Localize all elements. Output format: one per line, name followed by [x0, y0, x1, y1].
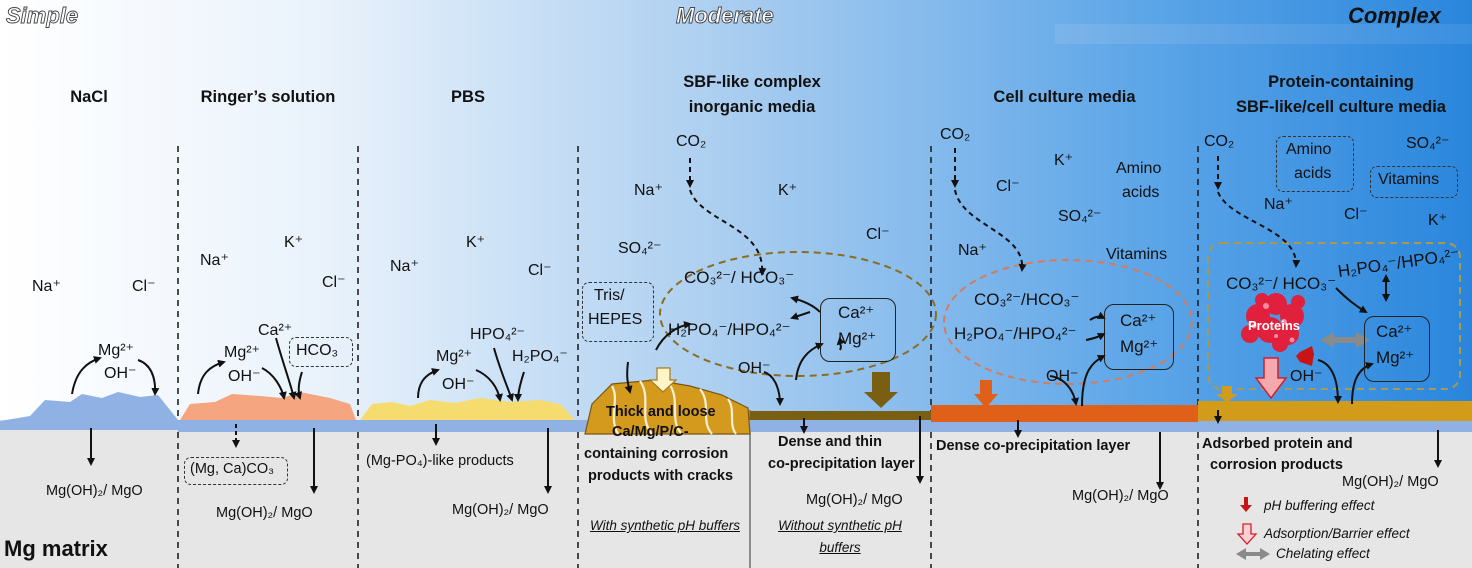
nacl-ion-cl: Cl⁻ — [132, 276, 156, 296]
cell-eq-phosphate: H₂PO₄⁻/HPO₄²⁻ — [954, 324, 1077, 344]
sbf-eq-phosphate: H₂PO₄⁻/HPO₄²⁻ — [668, 320, 791, 340]
pbs-product: Mg(OH)₂/ MgO — [452, 502, 549, 518]
ringer-hco3-label: HCO₃ — [296, 342, 338, 360]
protein-eq-carbonate: CO₃²⁻/ HCO₃⁻ — [1226, 274, 1336, 294]
sbf-with-buffers: With synthetic pH buffers — [582, 518, 748, 533]
cell-ion-acids: acids — [1122, 184, 1159, 202]
pbs-mg-surface — [358, 420, 578, 432]
sbf-ion-oh: OH⁻ — [738, 358, 770, 378]
legend-chelating-label: Chelating effect — [1276, 546, 1370, 561]
ringer-ion-mg: Mg²⁺ — [224, 342, 260, 362]
pbs-ion-na: Na⁺ — [390, 256, 419, 276]
protein-cation-ca: Ca²⁺ — [1376, 322, 1412, 342]
pbs-ion-cl: Cl⁻ — [528, 260, 552, 280]
protein-amino-line2: acids — [1294, 165, 1331, 183]
medium-background — [0, 0, 1472, 430]
protein-proteins-label: Proteins — [1248, 318, 1300, 333]
nacl-product: Mg(OH)₂/ MgO — [46, 483, 143, 499]
thin-layer — [750, 411, 931, 420]
sbf-without-buffers-line1: Without synthetic pH — [756, 518, 924, 533]
sbf-buffer-line1: Tris/ — [594, 287, 625, 305]
cell-ion-amino: Amino — [1116, 160, 1161, 178]
ringer-mg-surface — [178, 420, 358, 432]
ringer-ion-na: Na⁺ — [200, 250, 229, 270]
protein-ion-k: K⁺ — [1428, 210, 1447, 230]
sbf-title-line2: inorganic media — [610, 98, 894, 117]
sbf-cation-mg: Mg²⁺ — [838, 329, 876, 349]
protein-title-line2: SBF-like/cell culture media — [1214, 98, 1468, 117]
ringer-mgca-label: (Mg, Ca)CO₃ — [190, 461, 274, 477]
sbf-title-line1: SBF-like complex — [610, 73, 894, 92]
sbf-product: Mg(OH)₂/ MgO — [806, 492, 903, 508]
cell-cation-ca: Ca²⁺ — [1120, 311, 1156, 331]
pbs-ion-oh: OH⁻ — [442, 374, 474, 394]
mg-matrix-label: Mg matrix — [4, 536, 108, 562]
sbf-thick-line2: Ca/Mg/P/C- — [612, 424, 689, 440]
protein-ion-cl: Cl⁻ — [1344, 204, 1368, 224]
pbs-ion-hpo4: HPO₄²⁻ — [470, 324, 525, 344]
nacl-ion-oh: OH⁻ — [104, 363, 136, 383]
protein-ion-na: Na⁺ — [1264, 194, 1293, 214]
ringer-product: Mg(OH)₂/ MgO — [216, 505, 313, 521]
cell-ion-k: K⁺ — [1054, 150, 1073, 170]
protein-layer — [1198, 401, 1472, 421]
protein-product: Mg(OH)₂/ MgO — [1342, 474, 1439, 490]
cell-layer-label: Dense co-precipitation layer — [936, 438, 1130, 454]
ringer-ion-cl: Cl⁻ — [322, 272, 346, 292]
pbs-ion-h2po4: H₂PO₄⁻ — [512, 346, 568, 366]
sbf-ion-cl: Cl⁻ — [866, 224, 890, 244]
ringer-ion-oh: OH⁻ — [228, 366, 260, 386]
sbf-eq-carbonate: CO₃²⁻/ HCO₃⁻ — [684, 268, 794, 288]
pbs-title: PBS — [358, 88, 578, 107]
cell-ion-oh: OH⁻ — [1046, 366, 1078, 386]
protein-layer-line1: Adsorbed protein and — [1202, 436, 1353, 452]
sbf-ion-k: K⁺ — [778, 180, 797, 200]
dense-orange-layer — [931, 405, 1198, 422]
protein-layer-line2: corrosion products — [1210, 457, 1343, 473]
pbs-product-like: (Mg-PO₄)-like products — [366, 453, 514, 469]
legend-adsorption-label: Adsorption/Barrier effect — [1264, 526, 1410, 541]
nacl-ion-mg: Mg²⁺ — [98, 340, 134, 360]
cell-ion-so4: SO₄²⁻ — [1058, 206, 1101, 226]
ringer-ion-k: K⁺ — [284, 232, 303, 252]
sbf-ion-co2: CO₂ — [676, 133, 706, 151]
nacl-ion-na: Na⁺ — [32, 276, 61, 296]
sbf-dense-line2: co-precipitation layer — [768, 456, 915, 472]
cell-ion-cl: Cl⁻ — [996, 176, 1020, 196]
sbf-buffer-line2: HEPES — [588, 311, 642, 329]
cell-ion-vitamins: Vitamins — [1106, 246, 1167, 264]
cell-title: Cell culture media — [931, 88, 1198, 107]
protein-ion-oh: OH⁻ — [1290, 366, 1322, 386]
sbf-thick-line3: containing corrosion — [584, 446, 728, 462]
label-simple: Simple — [6, 3, 78, 29]
protein-ion-co2: CO₂ — [1204, 133, 1234, 151]
ringer-title: Ringer’s solution — [178, 88, 358, 107]
label-complex: Complex — [1348, 3, 1441, 29]
legend-ph-label: pH buffering effect — [1264, 498, 1374, 513]
sbf-dense-line1: Dense and thin — [778, 434, 882, 450]
sbf-without-buffers-line2: buffers — [756, 540, 924, 555]
sbf-ion-na: Na⁺ — [634, 180, 663, 200]
cell-ion-na: Na⁺ — [958, 240, 987, 260]
sbf-cation-ca: Ca²⁺ — [838, 303, 874, 323]
pbs-ion-k: K⁺ — [466, 232, 485, 252]
protein-vitamins-label: Vitamins — [1378, 171, 1439, 189]
cell-ion-co2: CO₂ — [940, 126, 970, 144]
protein-cation-mg: Mg²⁺ — [1376, 348, 1414, 368]
pbs-ion-mg: Mg²⁺ — [436, 346, 472, 366]
protein-ion-so4: SO₄²⁻ — [1406, 133, 1449, 153]
protein-title-line1: Protein-containing — [1214, 73, 1468, 92]
sbf-thick-line4: products with cracks — [588, 468, 733, 484]
sbf-thick-line1: Thick and loose — [606, 404, 716, 420]
sbf-ion-so4: SO₄²⁻ — [618, 238, 661, 258]
cell-cation-mg: Mg²⁺ — [1120, 337, 1158, 357]
cell-product: Mg(OH)₂/ MgO — [1072, 488, 1169, 504]
protein-mg-surface — [1198, 420, 1472, 432]
nacl-title: NaCl — [0, 88, 178, 107]
label-moderate: Moderate — [676, 3, 774, 29]
ringer-ion-ca: Ca²⁺ — [258, 320, 292, 340]
cell-eq-carbonate: CO₃²⁻/HCO₃⁻ — [974, 290, 1079, 310]
protein-amino-line1: Amino — [1286, 141, 1331, 159]
